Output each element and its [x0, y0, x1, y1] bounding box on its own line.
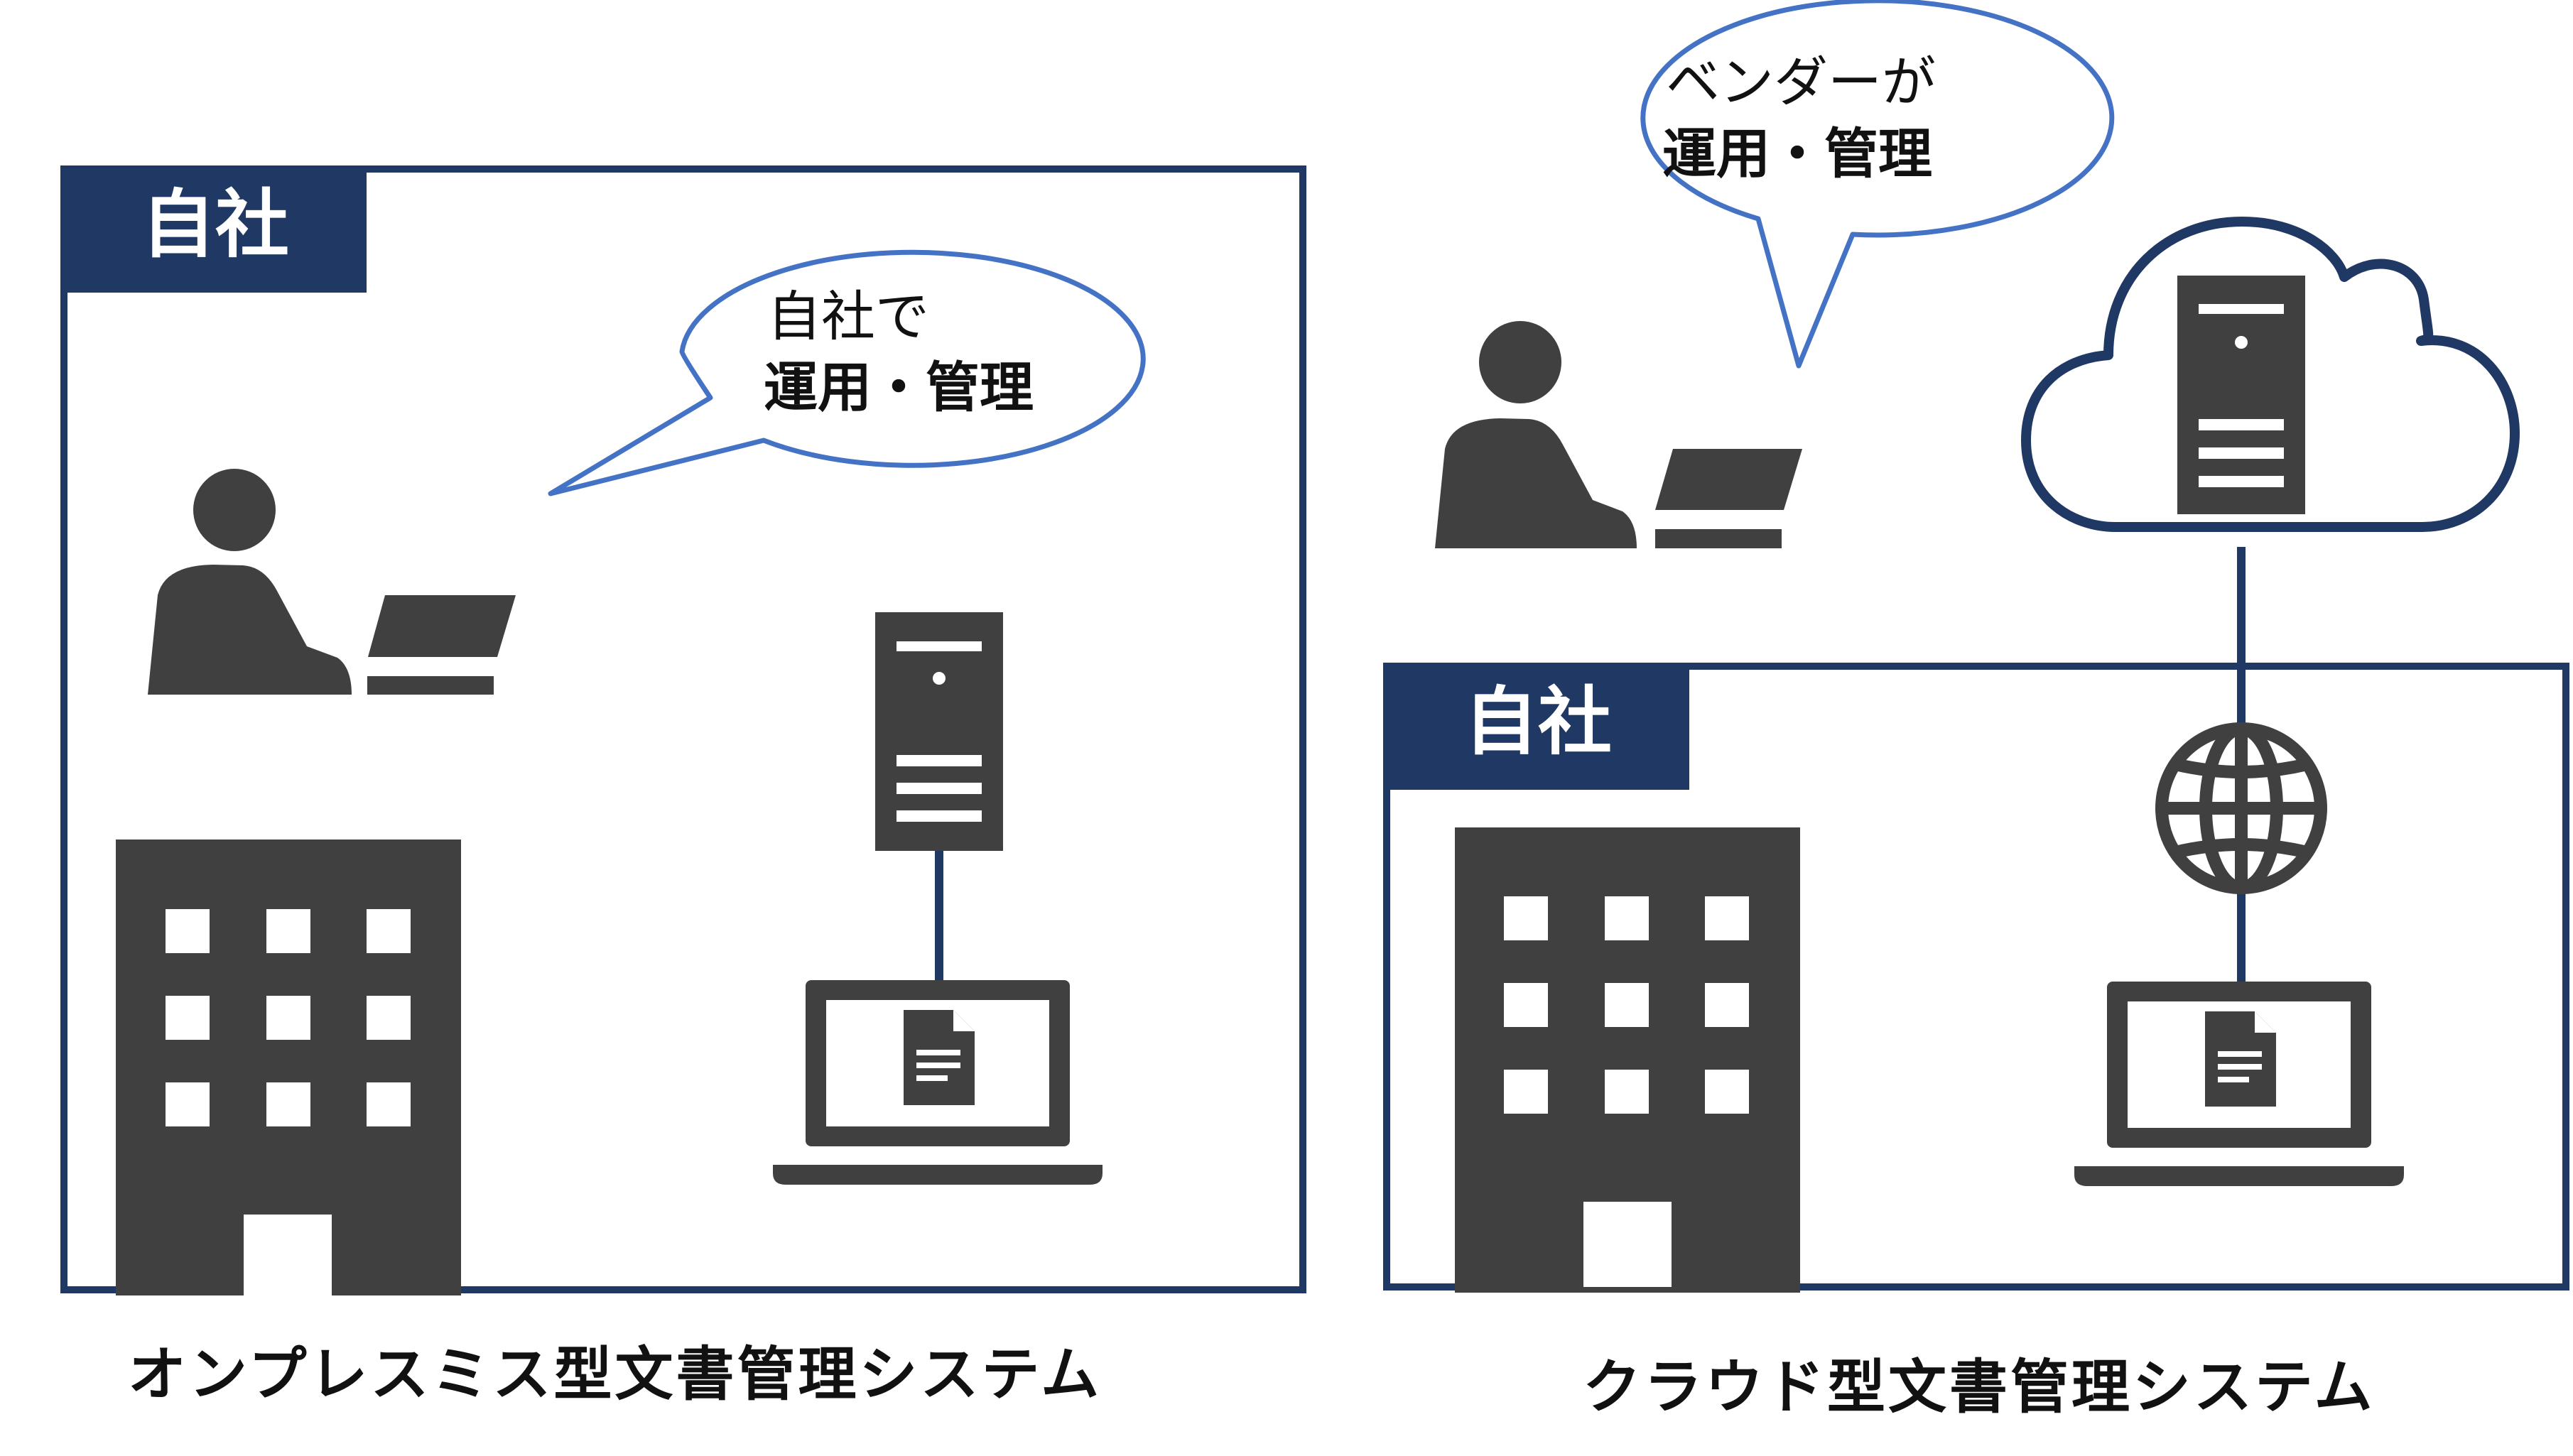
company-tag-bg [64, 169, 367, 293]
building-icon [1455, 827, 1800, 1293]
server-icon [875, 612, 1003, 851]
company-tag-bg [1387, 666, 1689, 790]
cloud-server-icon [2021, 217, 2520, 532]
laptop-document-icon [773, 980, 1103, 1185]
person-at-laptop-icon [1435, 321, 1802, 548]
on-premise-caption: オンプレスミス型文書管理システム [128, 1341, 1103, 1408]
speech-bubble [1640, 0, 2115, 369]
company-tag: 自社 [141, 181, 289, 268]
cloud-panel: ベンダーが 運用・管理 自社 [1383, 0, 2569, 1293]
cloud-caption: クラウド型文書管理システム [1583, 1354, 2376, 1421]
company-frame [60, 165, 1306, 1293]
laptop-document-icon [2074, 982, 2404, 1186]
building-icon [116, 840, 461, 1295]
bubble-line2: 運用・管理 [1662, 122, 1932, 185]
on-premise-panel: 自社 自社で 運用・管理 [60, 165, 1306, 1295]
company-frame [1383, 663, 2569, 1291]
person-at-laptop-icon [148, 469, 516, 695]
bubble-line2: 運用・管理 [764, 356, 1034, 419]
bubble-line1: ベンダーが [1666, 50, 1936, 114]
speech-bubble [548, 249, 1146, 496]
globe-icon [2155, 722, 2327, 894]
bubble-line1: 自社で [767, 285, 929, 348]
company-tag: 自社 [1464, 678, 1612, 765]
